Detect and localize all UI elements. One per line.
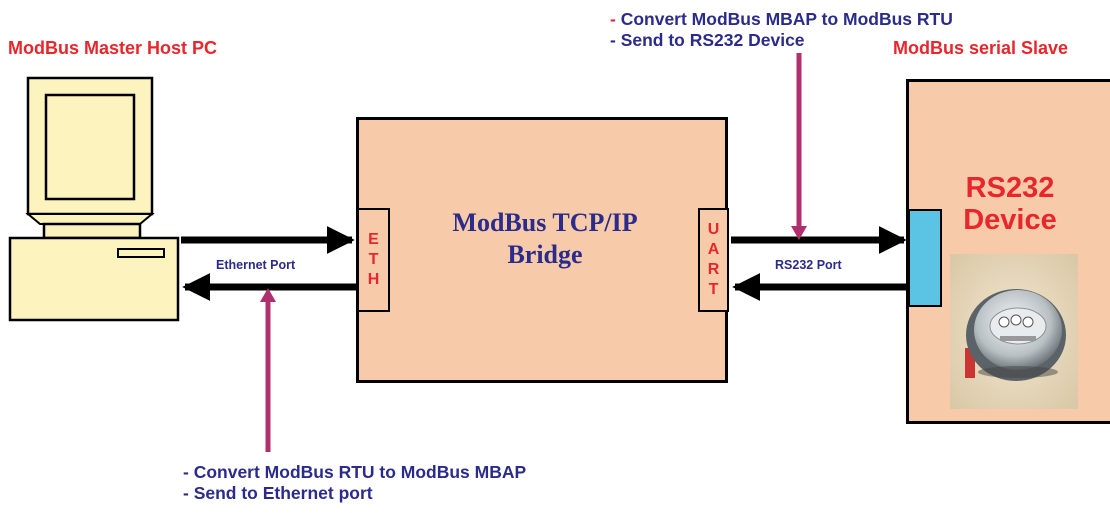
bridge-title-line1: ModBus TCP/IP	[452, 208, 638, 237]
ethernet-port-label: Ethernet Port	[216, 258, 296, 272]
monitor-stand	[25, 213, 155, 225]
top-note-dash: -	[610, 9, 616, 29]
eth-port-tab: E T H	[357, 208, 390, 312]
uart-letter-r: R	[707, 261, 720, 278]
uart-letter-t: T	[708, 281, 719, 298]
uart-letter-u: U	[707, 221, 720, 238]
eth-letter-t: T	[368, 251, 379, 268]
disk-drive-slot	[117, 248, 165, 258]
host-title: ModBus Master Host PC	[8, 38, 218, 58]
bridge-box	[356, 117, 728, 383]
top-note-pointer-head	[791, 226, 807, 240]
bottom-note-dash-2: -	[183, 483, 189, 503]
top-note-line2: Send to RS232 Device	[620, 30, 805, 50]
top-note: - Convert ModBus MBAP to ModBus RTU - Se…	[610, 9, 953, 51]
top-note-line1: Convert ModBus MBAP to ModBus RTU	[620, 9, 953, 29]
bridge-title-line2: Bridge	[507, 240, 583, 269]
bridge-title: ModBus TCP/IP Bridge	[400, 207, 690, 271]
eth-letter-h: H	[367, 271, 380, 288]
device-title-line1: RS232	[965, 172, 1055, 204]
eth-letter-e: E	[368, 231, 379, 248]
desktop-computer-icon	[8, 76, 180, 322]
rs232-port-label: RS232 Port	[775, 258, 842, 272]
bottom-note-dash: -	[183, 462, 189, 482]
uart-port-tab: U A R T	[698, 208, 729, 312]
bottom-note-line1: Convert ModBus RTU to ModBus MBAP	[193, 462, 527, 482]
meter-red-tag	[965, 348, 975, 378]
device-title: RS232 Device	[940, 172, 1080, 236]
top-note-dash-2: -	[610, 30, 616, 50]
uart-letter-a: A	[707, 241, 720, 258]
rs232-port-connector	[908, 209, 942, 307]
electric-meter-photo	[950, 254, 1078, 409]
bottom-note: - Convert ModBus RTU to ModBus MBAP - Se…	[183, 462, 526, 504]
monitor-base	[42, 222, 142, 240]
monitor-screen	[44, 93, 136, 201]
slave-title: ModBus serial Slave	[893, 38, 1069, 58]
device-title-line2: Device	[963, 204, 1057, 236]
bottom-note-line2: Send to Ethernet port	[193, 483, 373, 503]
bottom-note-pointer-head	[260, 288, 276, 302]
